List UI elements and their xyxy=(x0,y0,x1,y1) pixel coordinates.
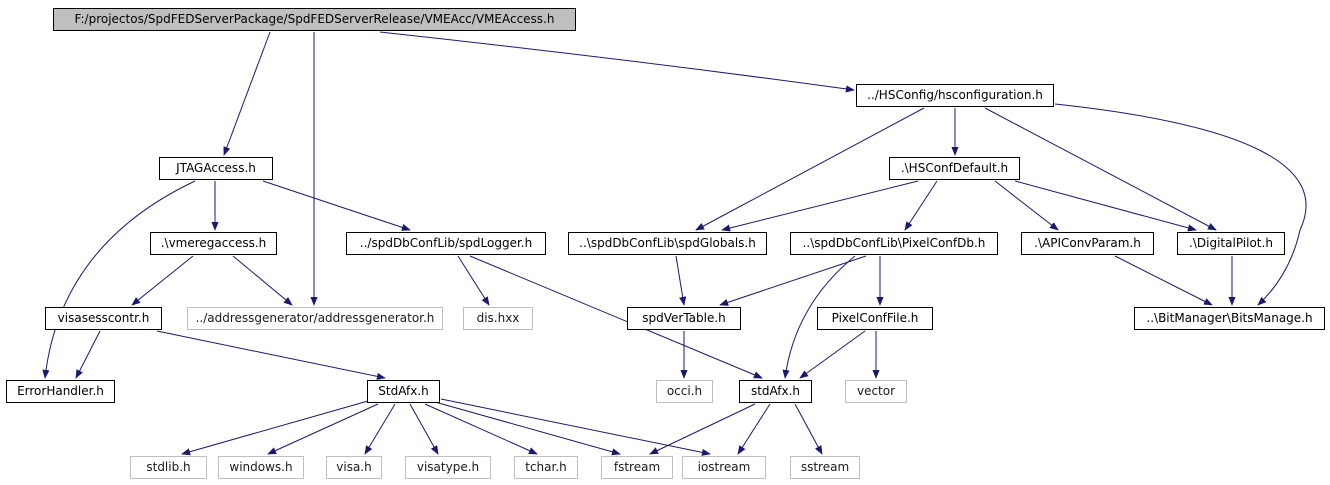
edge-stdafx_upper-to-tchar xyxy=(424,403,538,455)
node-tchar-h[interactable]: tchar.h xyxy=(514,456,578,479)
node-addressgenerator-h[interactable]: ../addressgenerator/addressgenerator.h xyxy=(187,307,443,330)
edge-stdafx_lower-to-fstream xyxy=(649,403,756,455)
node-pixelconfdb-h[interactable]: ..\spdDbConfLib\PixelConfDb.h xyxy=(790,232,998,255)
edge-visasesscontr-to-errorhandler xyxy=(75,330,101,379)
edge-hsconfiguration-to-bitsmanage xyxy=(1054,103,1307,306)
node-visatype-h[interactable]: visatype.h xyxy=(405,456,491,479)
node-apiconvparam-h[interactable]: .\APIConvParam.h xyxy=(1021,232,1154,255)
node-stdafx-upper-h[interactable]: StdAfx.h xyxy=(367,380,440,403)
edge-vmeaccess-to-hsconfiguration xyxy=(379,31,855,93)
edge-stdafx_lower-to-iostream xyxy=(737,403,771,455)
edge-vmeaccess-to-jtagaccess xyxy=(223,31,271,156)
edge-hsconfdefault-to-spdglobals xyxy=(721,180,919,232)
edge-spdglobals-to-spdvertable xyxy=(675,255,687,306)
edge-jtagaccess-to-spdlogger xyxy=(262,180,411,231)
node-vmeaccess-h[interactable]: F:/projectos/SpdFEDServerPackage/SpdFEDS… xyxy=(53,8,576,31)
node-vmeregaccess-h[interactable]: .\vmeregaccess.h xyxy=(150,232,277,255)
node-fstream[interactable]: fstream xyxy=(601,456,673,479)
edge-hsconfdefault-to-apiconvparam xyxy=(994,180,1059,231)
edge-hsconfdefault-to-digitalpilot xyxy=(1014,180,1197,232)
node-digitalpilot-h[interactable]: .\DigitalPilot.h xyxy=(1177,232,1285,255)
node-iostream[interactable]: iostream xyxy=(682,456,766,479)
edge-pixelconfdb-to-spdvertable xyxy=(719,255,867,306)
node-visa-h[interactable]: visa.h xyxy=(326,456,382,479)
edge-stdafx_upper-to-stdlib xyxy=(181,400,369,456)
edge-stdafx_upper-to-visatype xyxy=(409,403,439,455)
edge-apiconvparam-to-bitsmanage xyxy=(1114,255,1213,306)
edge-stdafx_upper-to-windows xyxy=(267,403,379,455)
node-jtagaccess-h[interactable]: JTAGAccess.h xyxy=(159,157,273,180)
node-stdafx-lower-h[interactable]: stdAfx.h xyxy=(739,380,812,403)
node-errorhandler-h[interactable]: ErrorHandler.h xyxy=(6,380,115,403)
node-spdlogger-h[interactable]: ../spdDbConfLib/spdLogger.h xyxy=(346,232,546,255)
node-visasesscontr-h[interactable]: visasesscontr.h xyxy=(45,307,162,330)
edge-stdafx_lower-to-sstream xyxy=(794,403,823,455)
node-bitsmanage-h[interactable]: ..\BitManager\BitsManage.h xyxy=(1134,307,1325,330)
node-spdglobals-h[interactable]: ..\spdDbConfLib\spdGlobals.h xyxy=(568,232,767,255)
node-vector[interactable]: vector xyxy=(845,380,907,403)
edge-jtagaccess-to-errorhandler xyxy=(42,180,196,379)
node-hsconfiguration-h[interactable]: ../HSConfig/hsconfiguration.h xyxy=(856,84,1054,107)
edge-spdlogger-to-stdafx_lower xyxy=(469,255,763,379)
node-spdvertable-h[interactable]: spdVerTable.h xyxy=(627,307,741,330)
node-windows-h[interactable]: windows.h xyxy=(218,456,304,479)
node-occi-h[interactable]: occi.h xyxy=(656,380,713,403)
edge-stdafx_upper-to-visa xyxy=(364,403,396,455)
edge-visasesscontr-to-stdafx_upper xyxy=(156,330,386,380)
edge-stdafx_upper-to-iostream xyxy=(440,398,711,456)
node-dis-hxx[interactable]: dis.hxx xyxy=(463,307,533,330)
edge-vmeregaccess-to-addressgenerator xyxy=(232,255,293,306)
node-sstream[interactable]: sstream xyxy=(790,456,860,479)
edge-pixelconffile-to-stdafx_lower xyxy=(799,330,866,379)
edge-vmeregaccess-to-visasesscontr xyxy=(131,255,194,306)
edge-hsconfiguration-to-spdglobals xyxy=(695,107,925,231)
edge-hsconfdefault-to-pixelconfdb xyxy=(904,180,938,231)
node-pixelconffile-h[interactable]: PixelConfFile.h xyxy=(817,307,933,330)
node-stdlib-h[interactable]: stdlib.h xyxy=(130,456,207,479)
edge-stdafx_upper-to-fstream xyxy=(434,401,621,456)
edge-spdlogger-to-dis xyxy=(457,255,490,306)
edge-pixelconfdb-to-stdafx_lower xyxy=(782,255,856,379)
edge-hsconfiguration-to-digitalpilot xyxy=(984,107,1217,231)
node-hsconfdefault-h[interactable]: .\HSConfDefault.h xyxy=(889,157,1020,180)
